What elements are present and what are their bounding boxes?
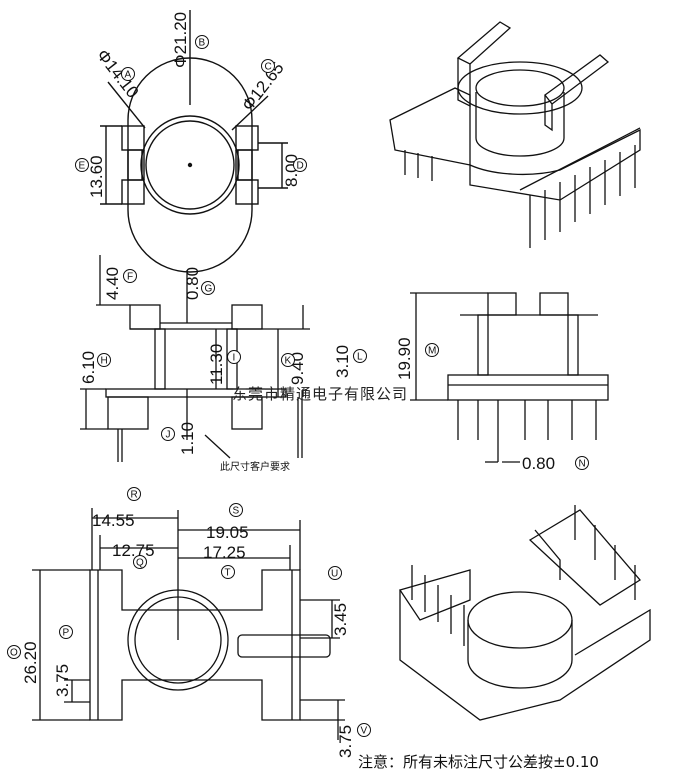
marker-j: J	[166, 430, 171, 441]
dim-u: 3.45	[331, 603, 350, 636]
marker-s: S	[233, 506, 240, 517]
dim-h: 6.10	[79, 351, 98, 384]
dim-i: 11.30	[207, 344, 226, 385]
marker-o: O	[10, 648, 18, 659]
dim-l: 3.10	[333, 345, 352, 378]
marker-v: V	[361, 726, 368, 737]
marker-f: F	[127, 272, 133, 283]
marker-l: L	[357, 352, 363, 363]
marker-d: D	[297, 161, 304, 172]
dim-q: 12.75	[112, 541, 155, 560]
iso-view-top	[389, 21, 641, 248]
marker-r: R	[131, 490, 138, 501]
marker-q: Q	[136, 558, 144, 569]
marker-t: T	[225, 568, 231, 579]
dim-p: 3.75	[53, 664, 72, 697]
bottom-view-labels: 14.55 19.05 12.75 17.25 26.20 3.75 3.45 …	[7, 487, 371, 758]
top-view	[100, 10, 288, 273]
front-view-labels: 4.40 0.80 6.10 11.30 9.40 3.10 1.10 此尺寸客…	[79, 267, 367, 473]
dim-f: 4.40	[103, 267, 122, 300]
side-view	[410, 292, 609, 463]
dim-o: 26.20	[21, 641, 40, 684]
dim-t: 17.25	[203, 543, 246, 562]
dim-r: 14.55	[92, 511, 135, 530]
dim-m: 19.90	[395, 337, 414, 380]
marker-u: U	[331, 569, 338, 580]
marker-c: C	[265, 62, 272, 73]
marker-g: G	[205, 284, 213, 295]
dim-b: Φ21.20	[171, 12, 190, 68]
marker-b: B	[199, 38, 206, 49]
dim-e: 13.60	[87, 155, 106, 198]
marker-m: M	[428, 346, 436, 357]
dim-s: 19.05	[206, 523, 249, 542]
dim-j: 1.10	[178, 422, 197, 455]
side-view-labels: 19.90 0.80 M N	[395, 337, 589, 473]
marker-n: N	[579, 459, 586, 470]
marker-k: K	[285, 356, 292, 367]
customer-requirement-note: 此尺寸客户要求	[220, 460, 290, 473]
marker-i: I	[233, 353, 236, 364]
marker-e: E	[79, 161, 86, 172]
marker-h: H	[101, 356, 108, 367]
front-view	[80, 255, 310, 462]
iso-view-bottom	[398, 505, 651, 721]
company-watermark: 东莞市精通电子有限公司	[232, 385, 408, 403]
dim-g: 0.80	[183, 267, 202, 300]
footer-tolerance-note: 注意：所有未标注尺寸公差按±0.10	[358, 753, 599, 771]
dim-v: 3.75	[336, 725, 355, 758]
marker-p: P	[63, 628, 70, 639]
bottom-view	[32, 508, 345, 740]
top-view-labels: Φ21.20 Φ14.10 Φ12.65 13.60 8.00 B A C E …	[75, 12, 307, 198]
dim-n: 0.80	[522, 454, 555, 473]
marker-a: A	[125, 70, 132, 81]
